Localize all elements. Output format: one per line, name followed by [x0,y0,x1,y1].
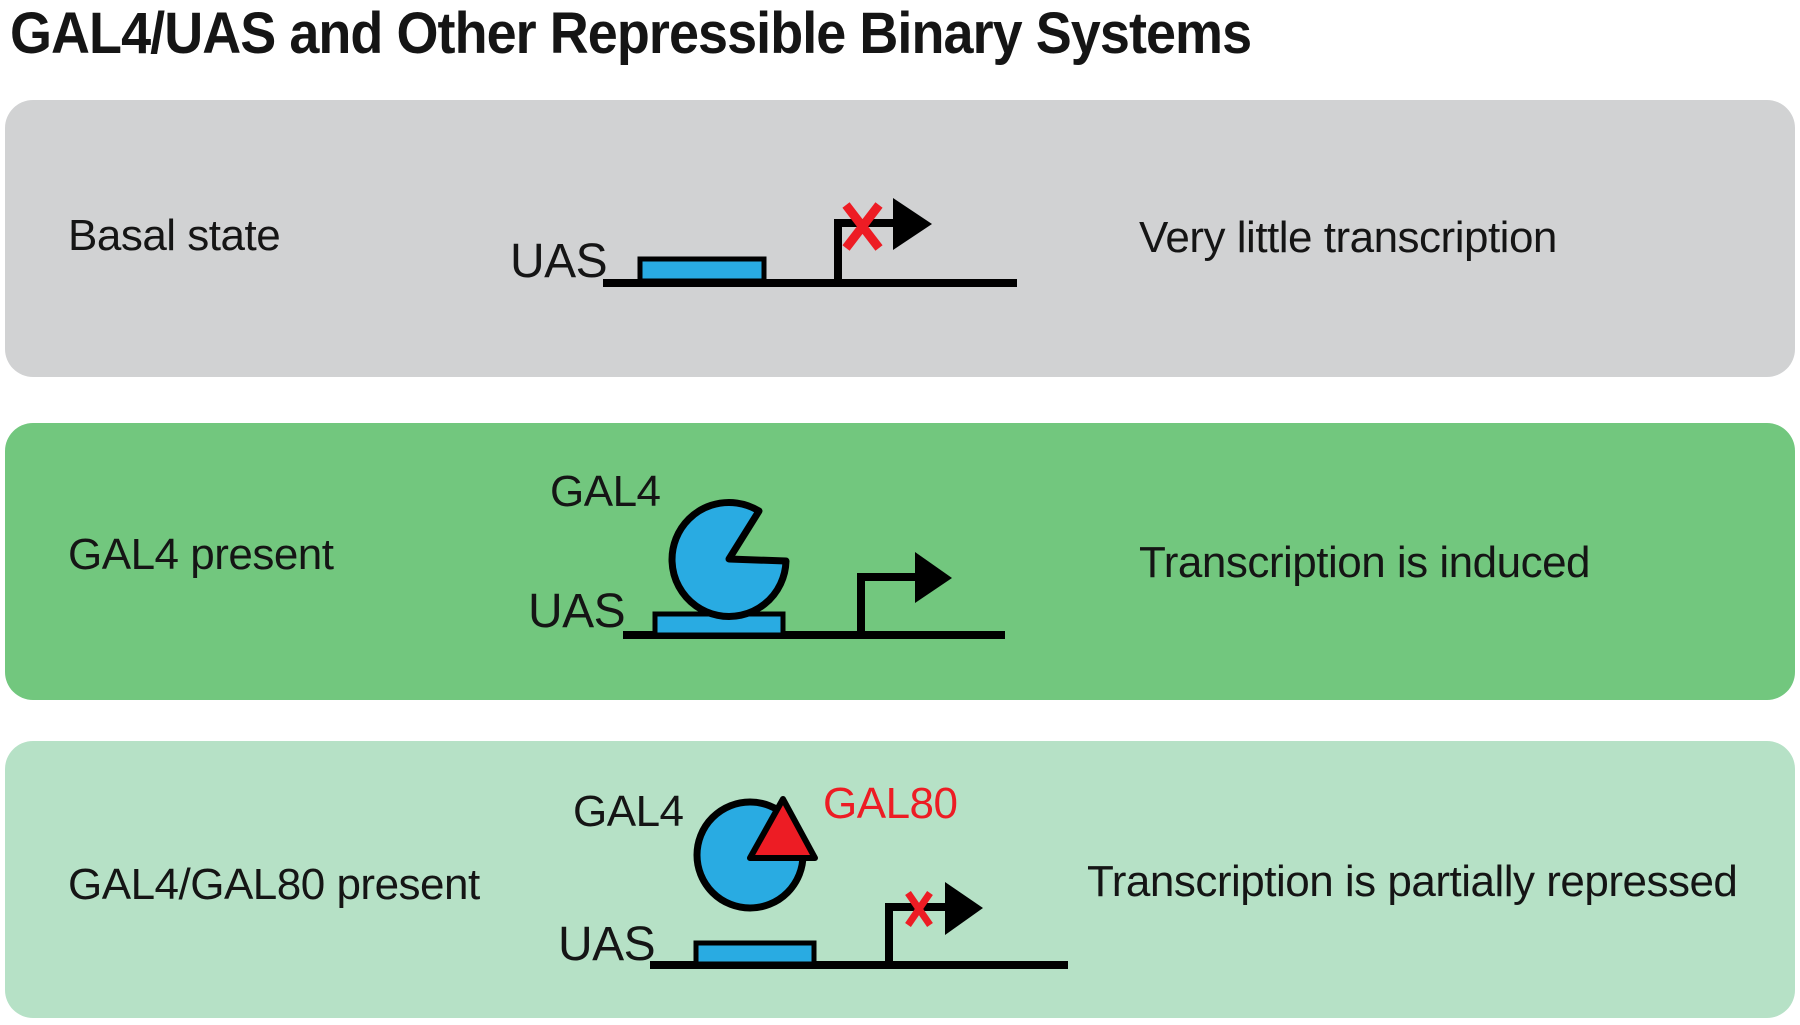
gal4-protein-label: GAL4 [550,467,661,516]
basal-result-label: Very little transcription [1139,213,1557,262]
gal80-protein-label: GAL80 [823,779,958,828]
gal4-protein-label-2: GAL4 [573,787,684,836]
gal4-gal80-state-label: GAL4/GAL80 present [68,860,480,909]
uas-label-gal80: UAS [558,918,656,971]
gal4-gal80-result-label: Transcription is partially repressed [1087,857,1738,906]
gal4-state-label: GAL4 present [68,530,334,579]
panel-gal4-present: GAL4 present GAL4 UAS Transcription is i… [5,423,1795,700]
figure-title: GAL4/UAS and Other Repressible Binary Sy… [10,1,1252,66]
basal-state-label: Basal state [68,211,281,260]
uas-label-gal4: UAS [528,585,626,638]
panel-gal4-gal80-present: GAL4/GAL80 present GAL4 GAL80 UAS Transc… [5,741,1795,1018]
panel-basal-state: Basal state UAS Very little transcriptio… [5,100,1795,377]
gal4-result-label: Transcription is induced [1139,538,1591,587]
uas-label-basal: UAS [510,235,608,288]
